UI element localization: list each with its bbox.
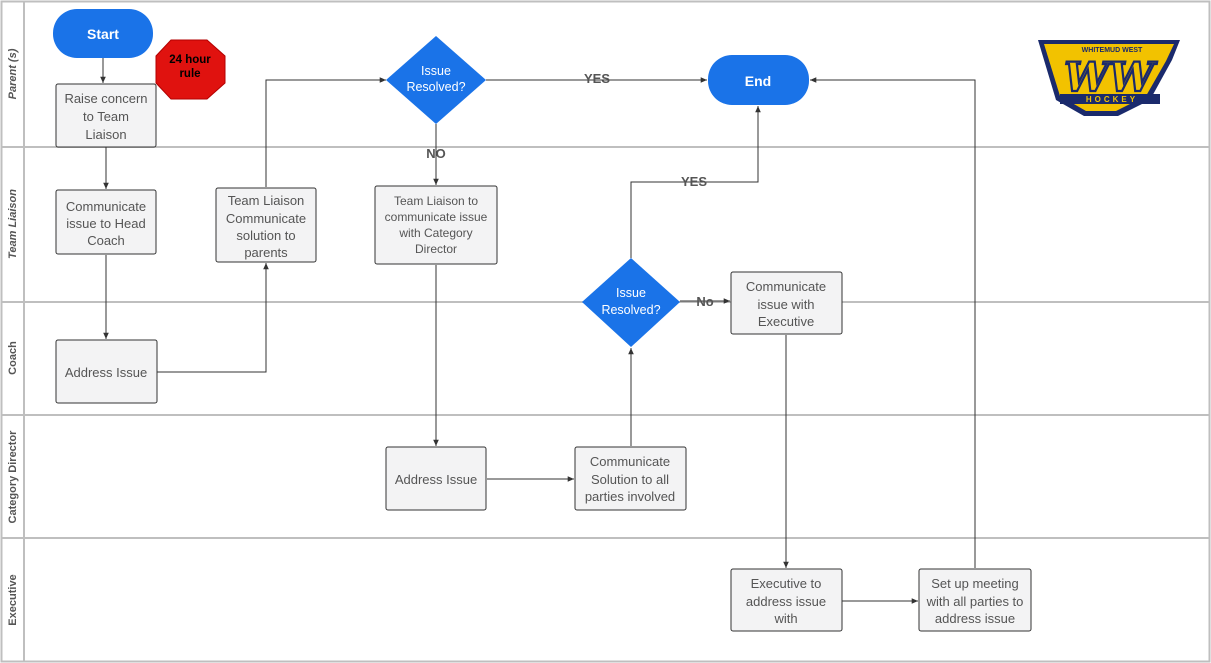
edge-decision2-yes-to-end — [630, 106, 761, 258]
decision-label-line: Issue — [616, 286, 646, 300]
liaison-communicate-solution-box: Team Liaison Communicate solution to par… — [215, 187, 317, 263]
box-label-line: communicate issue — [385, 210, 488, 224]
rule-label-line: rule — [179, 68, 200, 80]
liaison-category-director-box: Team Liaison to communicate issue with C… — [374, 185, 498, 265]
logo-top-text: WHITEMUD WEST — [1082, 47, 1143, 54]
communicate-head-coach-box: Communicate issue to Head Coach — [55, 189, 157, 255]
edge-address-to-liaison — [157, 263, 269, 373]
executive-address-issue-box: Executive to address issue with — [730, 568, 843, 632]
lane-label-team-liaison: Team Liaison — [7, 189, 19, 259]
communicate-solution-box: Communicate Solution to all parties invo… — [574, 446, 687, 511]
whitemud-west-hockey-logo: WW WHITEMUD WEST HOCKEY — [1038, 40, 1180, 116]
box-label-line: to Team — [83, 109, 129, 124]
lane-label-category-director: Category Director — [7, 430, 19, 524]
edge-label-yes: YES — [584, 71, 610, 86]
lane-label-coach: Coach — [7, 341, 19, 375]
box-label-line: Executive — [758, 314, 814, 329]
setup-meeting-box: Set up meeting with all parties to addre… — [918, 568, 1032, 632]
box-label-line: with all parties to — [926, 594, 1024, 609]
decision-issue-resolved: Issue Resolved? — [582, 258, 680, 347]
rule-octagon: 24 hour rule — [155, 39, 226, 100]
box-label-line: Communicate — [226, 211, 306, 226]
box-label-line: Director — [415, 242, 457, 256]
box-label-line: address issue — [746, 594, 826, 609]
logo-bottom-text: HOCKEY — [1086, 95, 1138, 104]
edge-meeting-to-end — [810, 77, 976, 568]
edge-label-no: NO — [426, 146, 446, 161]
box-label-line: Communicate — [590, 454, 670, 469]
box-label-line: Team Liaison — [228, 193, 305, 208]
decision-issue-resolved: Issue Resolved? — [386, 36, 486, 124]
box-label-line: Set up meeting — [931, 576, 1018, 591]
box-label-line: solution to — [236, 228, 295, 243]
rule-label-line: 24 hour — [169, 54, 211, 66]
start-terminal: Start — [53, 9, 153, 58]
box-label-line: issue to Head — [66, 216, 146, 231]
box-label: Address Issue — [65, 365, 147, 380]
communicate-executive-box: Communicate issue with Executive — [730, 271, 843, 335]
box-label-line: Coach — [87, 233, 125, 248]
lane-label-parents: Parent (s) — [7, 48, 19, 99]
coach-address-issue-box: Address Issue — [55, 339, 158, 404]
box-label-line: Communicate — [746, 279, 826, 294]
end-label: End — [745, 73, 771, 89]
box-label-line: Team Liaison to — [394, 194, 478, 208]
box-label-line: Communicate — [66, 199, 146, 214]
box-label-line: Solution to all — [591, 472, 669, 487]
edge-label-yes: YES — [681, 174, 707, 189]
box-label-line: with Category — [398, 226, 472, 240]
box-label-line: with — [773, 611, 797, 626]
lane-label-executive: Executive — [7, 574, 19, 625]
box-label-line: issue with — [757, 297, 814, 312]
edge-label-no: No — [696, 294, 713, 309]
box-label-line: Executive to — [751, 576, 822, 591]
box-label-line: parties involved — [585, 489, 675, 504]
box-label-line: Raise concern — [64, 91, 147, 106]
box-label-line: parents — [244, 245, 288, 260]
end-terminal: End — [708, 55, 809, 105]
decision-label-line: Resolved? — [406, 80, 465, 94]
box-label-line: address issue — [935, 611, 1015, 626]
box-label-line: Liaison — [85, 127, 126, 142]
logo-letters: WW — [1064, 54, 1158, 101]
edge-liaison-to-decision1 — [265, 77, 386, 187]
decision-label-line: Issue — [421, 64, 451, 78]
box-label: Address Issue — [395, 472, 477, 487]
raise-concern-box: Raise concern to Team Liaison — [55, 83, 157, 148]
start-label: Start — [87, 26, 119, 42]
decision-label-line: Resolved? — [601, 303, 660, 317]
category-address-issue-box: Address Issue — [385, 446, 487, 511]
